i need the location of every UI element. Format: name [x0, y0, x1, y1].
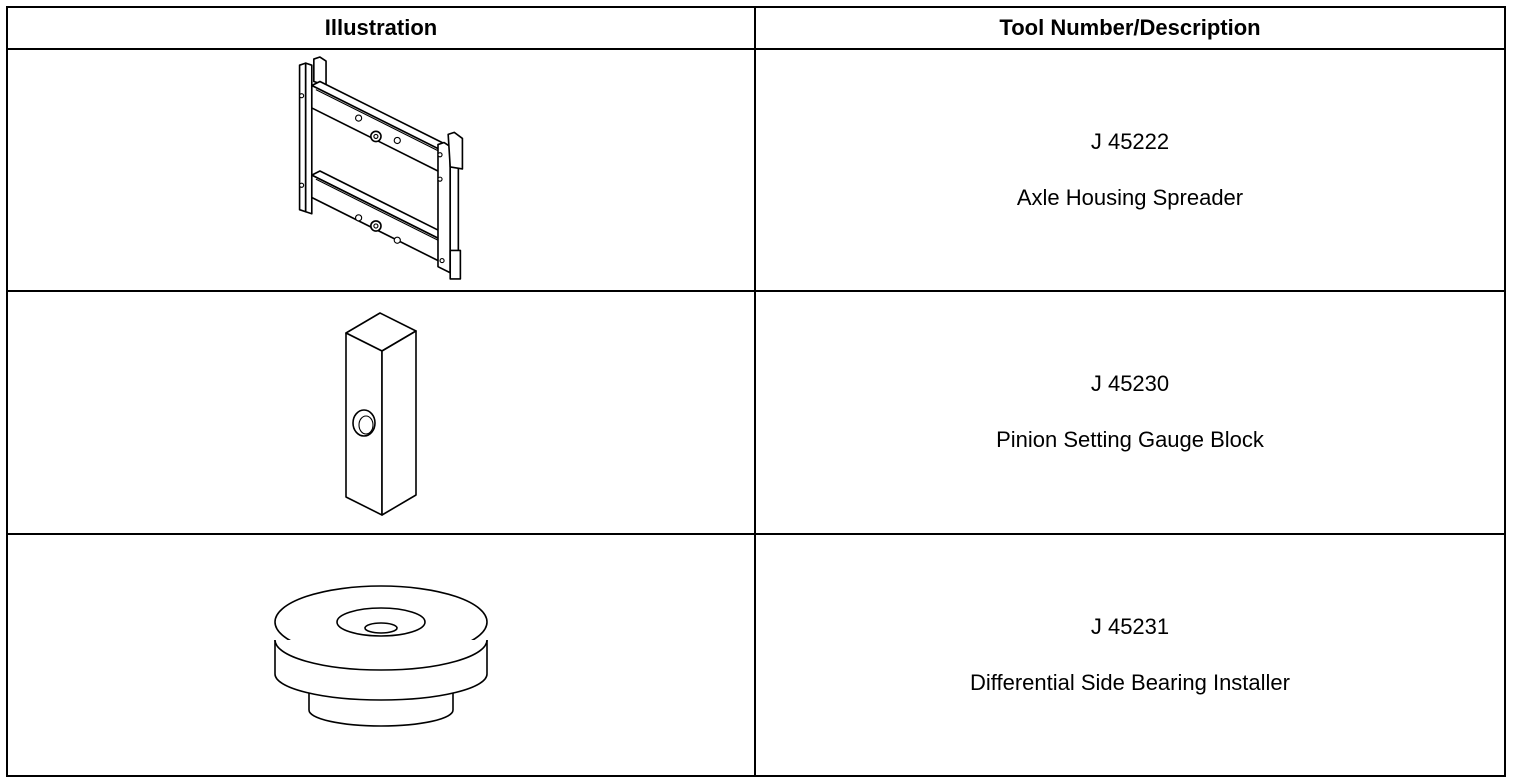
tool-table: Illustration Tool Number/Description — [6, 6, 1506, 778]
pinion-gauge-block-illustration — [345, 312, 417, 517]
side-bearing-installer-illustration — [274, 585, 488, 727]
table-row: J 45222 Axle Housing Spreader — [6, 47, 1506, 293]
table-row: J 45231 Differential Side Bearing Instal… — [6, 532, 1506, 778]
illustration-cell — [6, 47, 756, 293]
header-illustration: Illustration — [6, 6, 756, 50]
tool-description: Differential Side Bearing Installer — [970, 669, 1290, 695]
illustration-cell — [6, 290, 756, 535]
axle-housing-spreader-illustration — [298, 56, 464, 280]
header-tool-number-description: Tool Number/Description — [754, 6, 1506, 50]
tool-number: J 45222 — [1090, 129, 1170, 155]
tool-description-cell: J 45222 Axle Housing Spreader — [754, 47, 1506, 293]
header-row: Illustration Tool Number/Description — [6, 6, 1506, 50]
table-row: J 45230 Pinion Setting Gauge Block — [6, 290, 1506, 535]
tool-description: Pinion Setting Gauge Block — [996, 427, 1264, 453]
tool-description-cell: J 45230 Pinion Setting Gauge Block — [754, 290, 1506, 535]
tool-number: J 45230 — [1090, 371, 1170, 397]
tool-description: Axle Housing Spreader — [1016, 185, 1244, 211]
tool-description-cell: J 45231 Differential Side Bearing Instal… — [754, 532, 1506, 778]
tool-number: J 45231 — [1090, 613, 1170, 639]
illustration-cell — [6, 532, 756, 778]
